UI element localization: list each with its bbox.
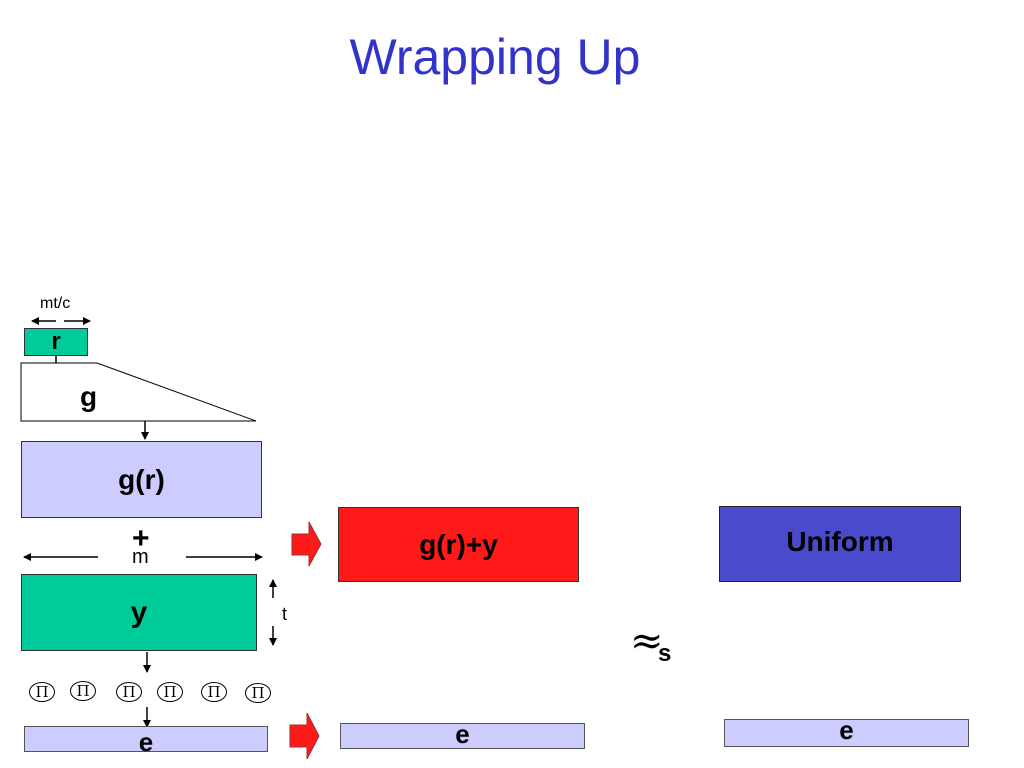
e-box-left-label: e — [138, 726, 154, 757]
e-box-right-label: e — [839, 714, 854, 745]
slide-title: Wrapping Up — [349, 29, 641, 85]
e-box-middle: e — [340, 719, 585, 749]
combined-box: g(r)+y — [338, 507, 579, 582]
e-box-middle-label: e — [455, 718, 470, 749]
approx-subscript: s — [658, 640, 672, 667]
red-arrow-bottom — [289, 712, 320, 760]
pi-circle: Π — [201, 682, 227, 702]
pi-circle: Π — [157, 682, 183, 702]
e-box-left: e — [24, 726, 268, 757]
gr-box: g(r) — [21, 441, 262, 518]
g-trapezoid — [20, 362, 257, 422]
t-label: t — [282, 604, 288, 624]
pi-circle: Π — [70, 681, 96, 701]
pi-circle: Π — [29, 682, 55, 702]
pi-circle: Π — [116, 682, 142, 702]
red-arrow-top — [291, 521, 322, 567]
r-box-label: r — [51, 328, 61, 355]
m-label: m — [132, 546, 149, 568]
y-box: y — [21, 574, 257, 651]
pi-circle: Π — [245, 683, 271, 703]
r-width-label: mt/c — [40, 295, 71, 312]
approx-symbol: ≈ — [630, 618, 664, 664]
y-box-label: y — [130, 595, 148, 629]
e-box-right: e — [724, 715, 969, 747]
uniform-box-label: Uniform — [786, 526, 894, 557]
r-box: r — [24, 328, 88, 356]
plus-sign: + — [132, 522, 150, 555]
uniform-box: Uniform — [719, 506, 961, 582]
combined-box-label: g(r)+y — [419, 528, 498, 560]
gr-box-label: g(r) — [118, 463, 165, 495]
g-label: g — [80, 381, 98, 412]
